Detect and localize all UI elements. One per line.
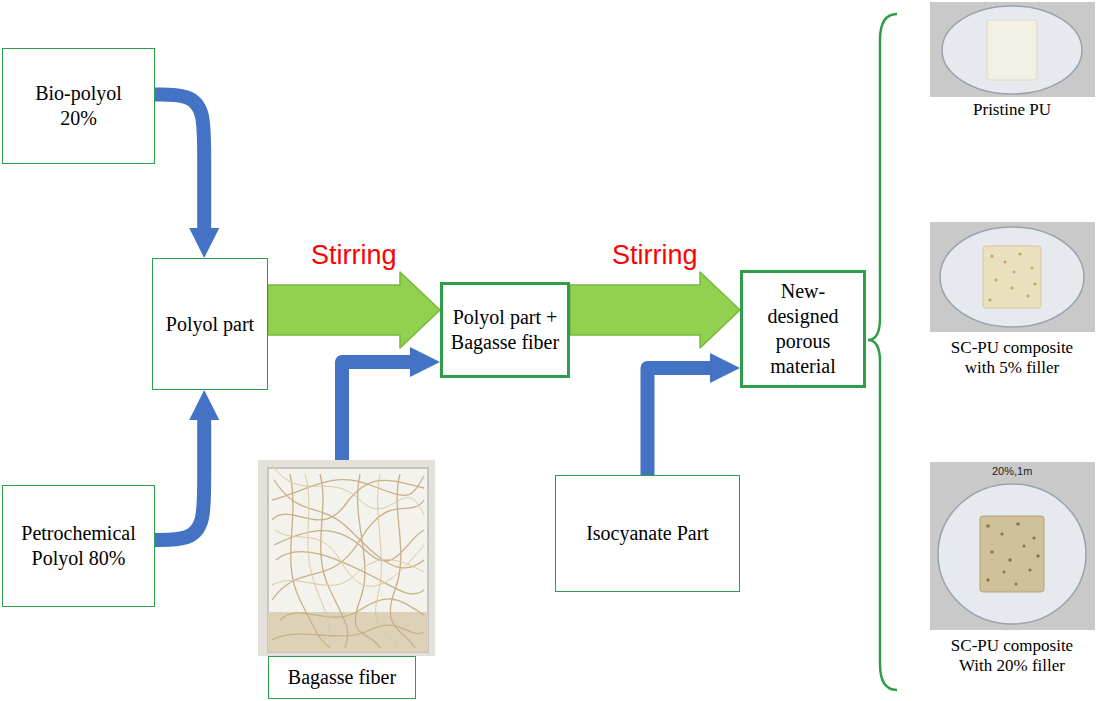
composite-20-photo-part-part [1028, 568, 1031, 571]
composite-20-photo-part-part [1008, 558, 1012, 562]
bagasse-photo [258, 460, 435, 656]
feed-arrow [155, 94, 204, 228]
composite-5-photo-part-part [1010, 286, 1013, 289]
composite-20-photo-part-part [1003, 571, 1006, 574]
composite-20-photo-part [980, 516, 1044, 592]
composite-20-photo-part-part [1036, 554, 1039, 557]
bagasse-photo-part-part [272, 465, 424, 515]
process-arrow [268, 272, 440, 348]
composite-5-photo-part [930, 222, 1095, 332]
node-text: Bagasse fiber [288, 665, 396, 690]
bagasse-photo-part-part [376, 474, 398, 648]
bagasse-photo-part-part [272, 480, 424, 520]
bagasse-photo-part-part [290, 474, 330, 648]
bagasse-photo-part-part [272, 476, 424, 500]
pristine-pu-photo-part [987, 20, 1037, 80]
node-text: Isocyanate Part [586, 521, 709, 546]
photo-caption: Pristine PU [932, 100, 1092, 120]
process-arrow [570, 272, 740, 348]
bagasse-photo-part-part [390, 474, 415, 648]
bagasse-photo-part-part [274, 480, 424, 568]
composite-5-photo-part [983, 246, 1041, 308]
feed-arrow [155, 420, 204, 540]
process-box: Polyol part [152, 258, 268, 390]
pristine-pu-photo-part [930, 2, 1095, 97]
input-box: Isocyanate Part [555, 475, 740, 592]
composite-5-photo-part-part [1004, 261, 1007, 264]
photo-caption: SC-PU composite With 20% filler [942, 636, 1082, 677]
bagasse-photo-part-part [305, 474, 329, 648]
bagasse-photo-part [268, 468, 428, 652]
bagasse-photo-part-part [274, 530, 424, 561]
node-text: Bio-polyol 20% [23, 81, 134, 131]
composite-5-photo-part-part [1018, 252, 1021, 255]
composite-20-photo-part [938, 484, 1086, 624]
pristine-pu-photo [930, 2, 1095, 97]
bagasse-photo-part [258, 460, 435, 656]
composite-20-photo-part-part [1016, 522, 1020, 526]
photo-mark: 20%,1m [990, 465, 1034, 478]
composite-20-photo [930, 462, 1095, 630]
input-box: Petrochemical Polyol 80% [2, 485, 155, 607]
composite-20-photo-part-part [990, 550, 993, 553]
composite-5-photo-part-part [1027, 295, 1030, 298]
node-text: Polyol part [166, 312, 254, 337]
composite-20-photo-part-part [986, 524, 990, 528]
node-text: New-designed porous material [747, 279, 859, 379]
composite-5-photo-part [989, 252, 1037, 301]
bagasse-photo-part [272, 474, 424, 648]
composite-20-photo-part [986, 522, 1040, 585]
composite-5-photo-part-part [990, 254, 993, 257]
step-label: Stirring [311, 242, 397, 269]
node-text: Petrochemical Polyol 80% [15, 521, 142, 571]
photo-caption: SC-PU composite with 5% filler [942, 338, 1082, 379]
node-text: Polyol part + Bagasse fiber [447, 305, 563, 355]
bagasse-photo-part-part [320, 474, 348, 648]
mixture-box: Polyol part + Bagasse fiber [440, 282, 570, 378]
bagasse-photo-part [272, 465, 424, 648]
composite-20-photo-part [930, 462, 1095, 630]
composite-20-photo-part-part [986, 578, 989, 581]
composite-5-photo-part-part [1034, 283, 1037, 286]
composite-5-photo-part-part [1031, 267, 1034, 270]
composite-5-photo-part-part [1013, 271, 1016, 274]
input-box: Bio-polyol 20% [2, 48, 155, 164]
composite-20-photo-part-part [1000, 532, 1003, 535]
material-label-box: Bagasse fiber [268, 656, 416, 699]
feed-arrow [648, 368, 711, 475]
step-label: Stirring [612, 242, 698, 269]
curly-bracket [868, 14, 897, 690]
composite-5-photo-part-part [995, 279, 998, 282]
bagasse-photo-part-part [275, 530, 424, 586]
composite-20-photo-part-part [1023, 545, 1026, 548]
product-box: New-designed porous material [740, 270, 866, 388]
composite-5-photo-part [940, 227, 1084, 327]
composite-20-photo-part-part [1015, 583, 1018, 586]
bagasse-photo-part-part [272, 625, 424, 640]
composite-5-photo [930, 222, 1095, 332]
composite-5-photo-part-part [989, 299, 992, 302]
composite-20-photo-part-part [1032, 536, 1035, 539]
pristine-pu-photo-part [942, 6, 1082, 94]
bagasse-photo-part-part [276, 552, 424, 594]
